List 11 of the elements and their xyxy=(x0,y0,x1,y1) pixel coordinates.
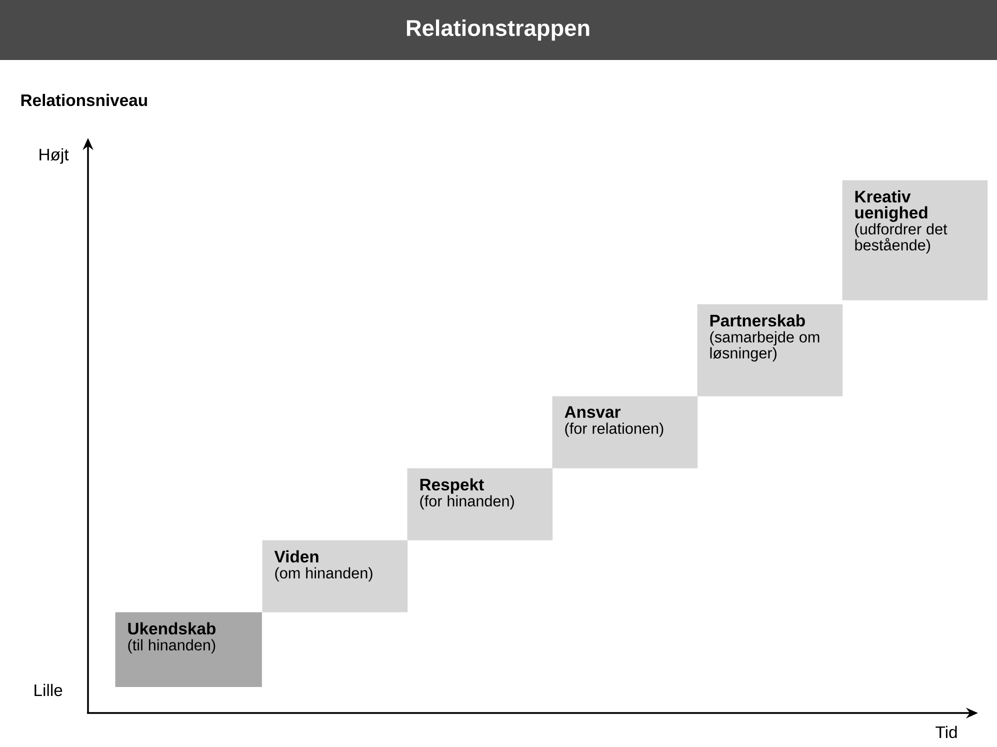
axis-label: Lille xyxy=(34,684,62,696)
step-box: Ukendskab (til hinanden) xyxy=(115,612,262,687)
step-box: Viden (om hinanden) xyxy=(262,540,408,612)
title-bar: Relationstrappen xyxy=(0,0,997,60)
step-box: Partnerskab (samarbejde om løsninger) xyxy=(697,304,843,396)
axis-label: Højt xyxy=(40,148,69,164)
step-box: Kreativ uenighed (udfordrer det bestående) xyxy=(842,180,988,300)
step-box: Ansvar (for relationen) xyxy=(552,396,698,468)
axis-label: Tid xyxy=(936,726,957,738)
step-box: Respekt (for hinanden) xyxy=(407,468,553,540)
axis-label: Relationsniveau xyxy=(21,94,147,106)
